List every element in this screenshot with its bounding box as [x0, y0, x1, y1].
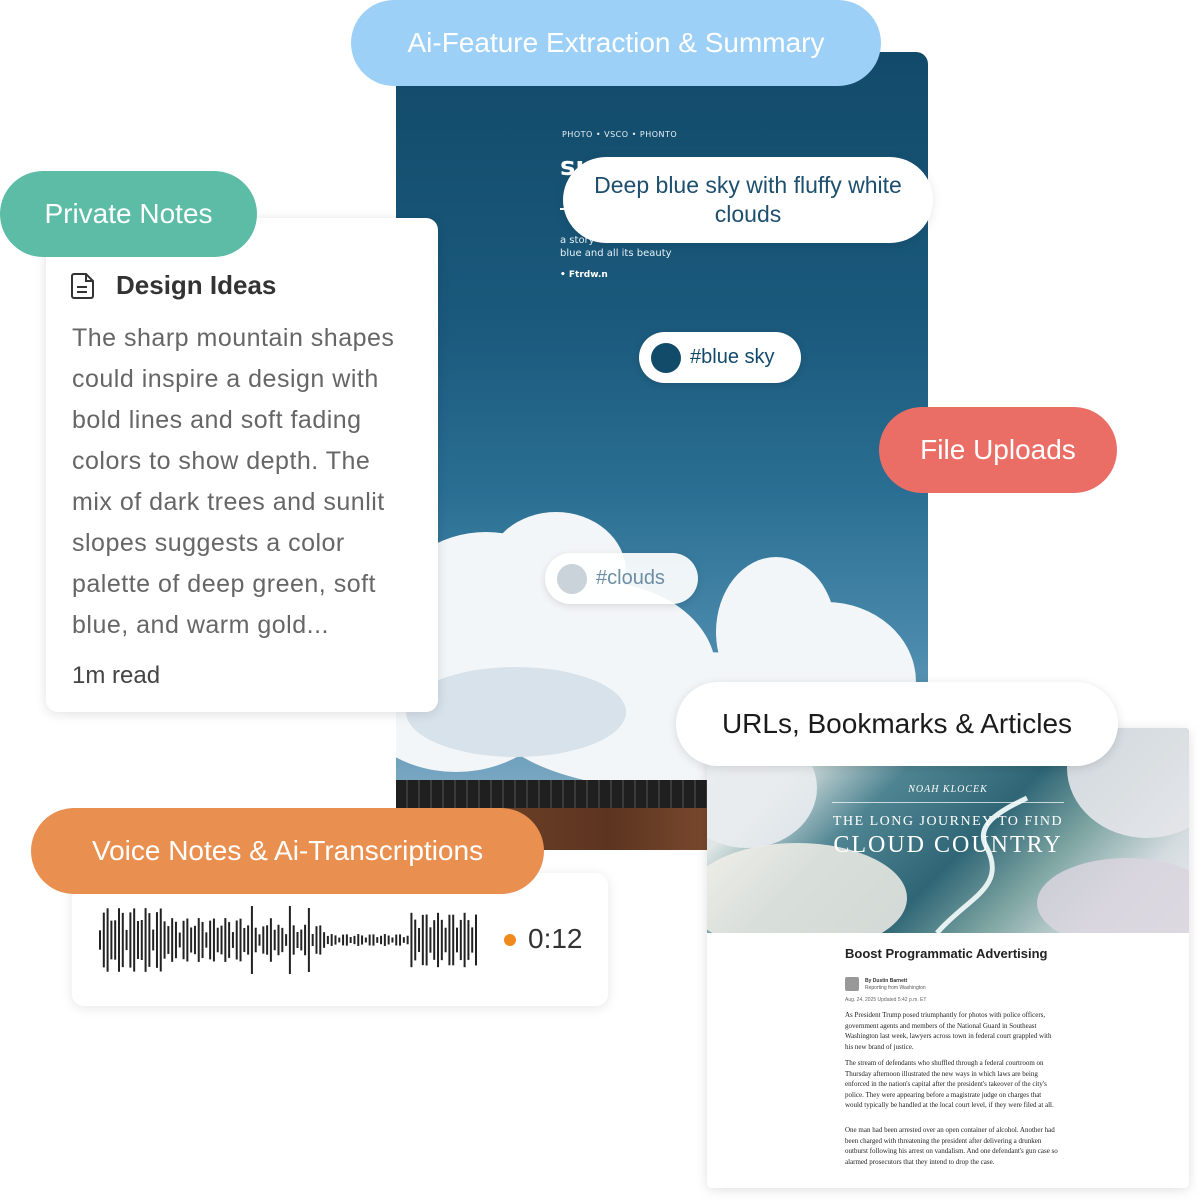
hero-rule [832, 802, 1064, 803]
note-header: Design Ideas [70, 270, 276, 301]
read-time: 1m read [72, 662, 161, 689]
note-card[interactable]: Design Ideas The sharp mountain shapes c… [46, 218, 438, 712]
ai-feature-label: Ai-Feature Extraction & Summary [351, 0, 881, 86]
note-title: Design Ideas [116, 270, 277, 300]
hero-subtitle: THE LONG JOURNEY TO FIND [832, 814, 1064, 829]
article-paragraph: As President Trump posed triumphantly fo… [845, 1011, 1052, 1051]
voice-duration: 0:12 [528, 923, 583, 954]
file-uploads-label: File Uploads [879, 407, 1117, 493]
article-paragraph: The stream of defendants who shuffled th… [845, 1059, 1054, 1109]
voice-note-card[interactable]: 0:12 [72, 873, 608, 1006]
hero-title: CLOUD COUNTRY [833, 832, 1063, 858]
article-byline: By Dustin Barnett [865, 978, 908, 984]
color-swatch [557, 563, 587, 594]
urls-bookmarks-label: URLs, Bookmarks & Articles [676, 682, 1118, 766]
tag-blue-sky[interactable]: #blue sky [639, 332, 801, 383]
voice-notes-label: Voice Notes & Ai-Transcriptions [31, 808, 544, 894]
article-paragraph: One man had been arrested over an open c… [845, 1126, 1058, 1166]
photo-story: a story blue and all its beauty [560, 235, 672, 259]
photo-author: • Ftrdw.n [560, 270, 608, 280]
private-notes-label: Private Notes [0, 171, 257, 257]
document-icon [71, 272, 94, 299]
tag-label: #clouds [596, 567, 665, 589]
tag-label: #blue sky [690, 346, 775, 368]
article-date: Aug. 24, 2025 Updated 5:42 p.m. ET [845, 997, 927, 1003]
article-card[interactable]: NOAH KLOCEK THE LONG JOURNEY TO FIND CLO… [707, 728, 1189, 1188]
photo-credit: PHOTO • VSCO • PHONTO [562, 130, 678, 139]
article-reporting: Reporting from Washington [865, 985, 926, 991]
hero-author: NOAH KLOCEK [908, 784, 988, 795]
audio-waveform[interactable] [98, 903, 478, 977]
ai-summary-bubble: Deep blue sky with fluffy white clouds [563, 157, 933, 243]
author-avatar [845, 977, 859, 991]
tag-clouds[interactable]: #clouds [545, 553, 698, 604]
article-headline[interactable]: Boost Programmatic Advertising [845, 946, 1048, 961]
note-body: The sharp mountain shapes could inspire … [72, 324, 395, 639]
recording-dot [504, 934, 516, 946]
color-swatch [651, 342, 681, 373]
